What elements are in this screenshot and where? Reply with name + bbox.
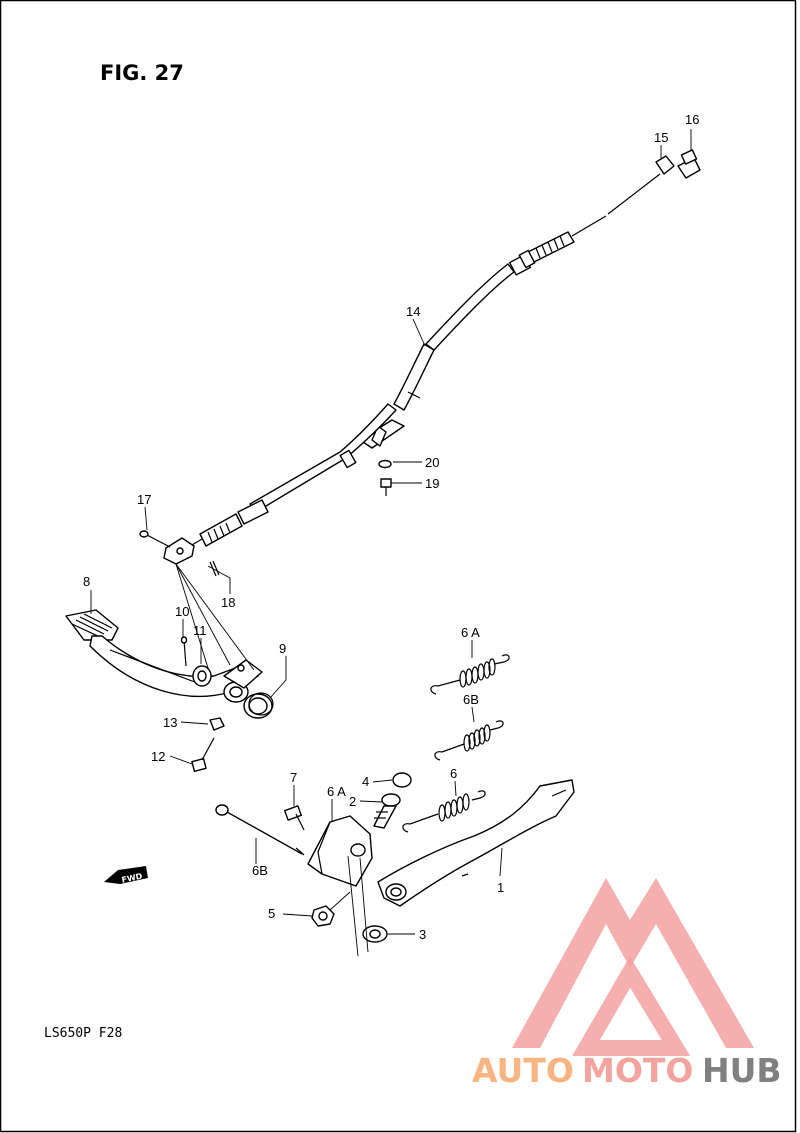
callout-leaders — [90, 129, 692, 935]
watermark-auto: AUTO — [472, 1051, 574, 1090]
callout-7: 6 A — [327, 784, 346, 799]
brake-cable — [163, 173, 661, 565]
callout-9: 7 — [290, 770, 297, 785]
stand-guide-lines — [329, 855, 369, 957]
part-15-nut — [209, 717, 225, 731]
part-12-cotter-pin — [180, 636, 188, 667]
part-11-spring — [243, 692, 274, 719]
part-19-clevis-pin — [139, 530, 171, 548]
callout-14: 12 — [151, 749, 165, 764]
callout-4: 4 — [362, 774, 369, 789]
spring-6b — [434, 720, 504, 761]
callout-8: 6B — [252, 863, 268, 878]
callout-18: 16 — [685, 112, 699, 127]
model-code: LS650P F28 — [44, 1026, 122, 1041]
callout-20: 18 — [221, 595, 235, 610]
callout-1: 1 — [497, 880, 504, 895]
watermark-moto: MOTO — [582, 1051, 693, 1090]
part-20-cotter-pin — [209, 560, 220, 577]
callout-13: 11 — [193, 623, 207, 638]
callout-15: 13 — [163, 715, 177, 730]
callout-16: 14 — [406, 304, 420, 319]
callout-11: 9 — [279, 641, 286, 656]
spring-6a — [430, 654, 510, 695]
part-14-bolt — [191, 737, 215, 773]
part-4-cap — [392, 772, 412, 788]
watermark-hub: HUB — [702, 1051, 782, 1090]
callout-17: 15 — [654, 130, 668, 145]
spring-6 — [402, 790, 486, 833]
callout-6: 6 — [450, 766, 457, 781]
part-1-side-stand — [377, 779, 575, 907]
fwd-arrow: FWD — [104, 866, 148, 885]
watermark-logo: AUTO MOTO HUB — [472, 878, 782, 1090]
part-7-bracket — [307, 815, 373, 887]
part-22-nut — [378, 459, 392, 469]
part-21-bolt — [380, 478, 392, 496]
part-17-sleeve — [655, 155, 675, 175]
part-9-bolt — [284, 805, 305, 831]
callout-3: 3 — [419, 927, 426, 942]
callout-6b: 6B — [463, 692, 479, 707]
callout-12: 10 — [175, 604, 189, 619]
part-18-cap — [677, 149, 701, 179]
callout-22: 20 — [425, 455, 439, 470]
fwd-label: FWD — [121, 871, 144, 884]
part-5-nut — [311, 905, 335, 927]
part-3-washer — [362, 925, 388, 943]
brake-pedal — [65, 609, 263, 703]
figure-title: FIG. 27 — [100, 61, 184, 85]
part-13-washer — [192, 665, 212, 687]
callout-10: 8 — [83, 574, 90, 589]
callout-6a: 6 A — [461, 625, 480, 640]
callout-2: 2 — [349, 794, 356, 809]
part-8-long-bolt — [215, 804, 305, 856]
part-2-pivot-bolt — [373, 793, 401, 829]
callout-labels: 16 15 14 17 18 8 10 11 9 13 12 20 19 6 A… — [83, 112, 699, 942]
callout-19: 17 — [137, 492, 151, 507]
callout-21: 19 — [425, 476, 439, 491]
pedal-clevis-guide-lines — [175, 563, 255, 671]
callout-5: 5 — [268, 906, 275, 921]
